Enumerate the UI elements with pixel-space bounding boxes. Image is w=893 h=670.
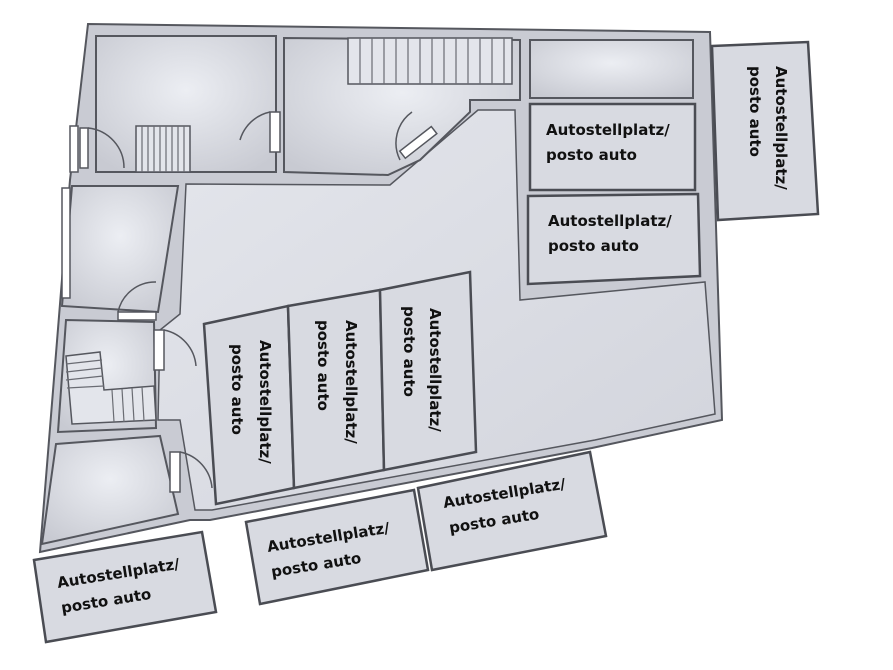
window-top-left xyxy=(69,125,79,173)
window-left xyxy=(61,187,71,299)
parking-spot-outside-bottom-middle: Autostellplatz/ posto auto xyxy=(244,488,430,606)
parking-spot-vertical-1: Autostellplatz/ posto auto xyxy=(202,304,296,506)
parking-spot-outside-bottom-left: Autostellplatz/ posto auto xyxy=(32,530,218,644)
staircase-top xyxy=(347,37,513,85)
door-left-bottom xyxy=(169,451,213,493)
door-top-room xyxy=(239,111,281,153)
spot-label-line1: Autostellplatz/ xyxy=(342,320,360,444)
spot-label-line2: posto auto xyxy=(746,66,764,157)
spot-label-line2: posto auto xyxy=(228,344,246,435)
parking-spot-right-1: Autostellplatz/ posto auto xyxy=(528,102,697,192)
spot-label-line1: Autostellplatz/ xyxy=(546,121,670,139)
spot-label-line2: posto auto xyxy=(400,306,418,397)
spot-label-line1: Autostellplatz/ xyxy=(772,66,790,190)
spot-label-line2: posto auto xyxy=(546,146,637,164)
parking-spot-outside-bottom-right: Autostellplatz/ posto auto xyxy=(416,450,608,572)
storage-top-right xyxy=(529,39,694,99)
parking-spot-vertical-2: Autostellplatz/ posto auto xyxy=(286,288,386,490)
door-stair-room xyxy=(395,111,438,161)
door-top-left xyxy=(79,127,125,169)
spot-label-line1: Autostellplatz/ xyxy=(426,308,444,432)
door-left-stairs xyxy=(153,329,197,371)
door-left-middle xyxy=(117,281,157,321)
spot-label-line1: Autostellplatz/ xyxy=(256,340,274,464)
staircase-left xyxy=(65,351,157,425)
room-left-middle xyxy=(60,185,180,314)
parking-spot-right-2: Autostellplatz/ posto auto xyxy=(526,192,702,286)
parking-spot-outside-right: Autostellplatz/ posto auto xyxy=(710,40,820,222)
spot-label-line1: Autostellplatz/ xyxy=(548,212,672,230)
parking-spot-vertical-3: Autostellplatz/ posto auto xyxy=(378,270,478,472)
spot-label-line2: posto auto xyxy=(314,320,332,411)
room-left-bottom xyxy=(40,434,180,546)
spot-label-line2: posto auto xyxy=(548,237,639,255)
staircase-small xyxy=(135,125,191,173)
